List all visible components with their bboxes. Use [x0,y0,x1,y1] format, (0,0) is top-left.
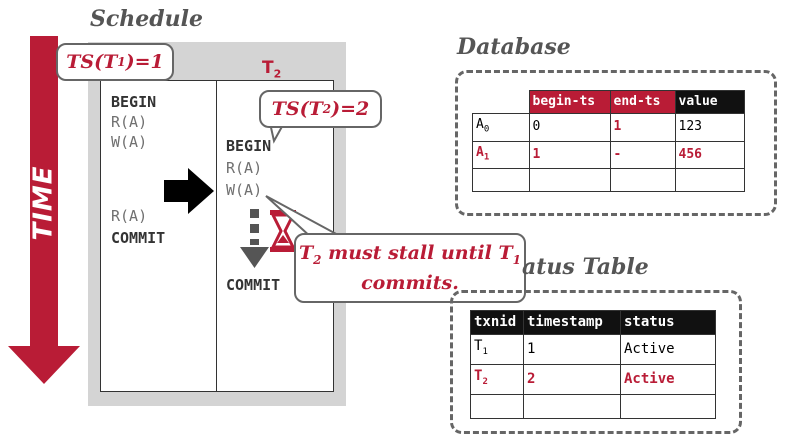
status-table: txnid timestamp status T1 1 Active T2 2 … [470,310,716,419]
table-row [470,393,716,419]
database-frame [455,70,777,216]
status-table-frame [450,290,742,434]
table-row: T1 1 Active [470,334,716,365]
schedule-title: Schedule [90,6,204,32]
time-arrow [8,36,80,384]
table-row: T2 2 Active [470,363,716,395]
t1-op-read-2: R(A) [111,207,148,225]
table-row: A0 0 1 123 [472,113,745,142]
database-title: Database [457,34,571,60]
st-col-timestamp: timestamp [523,310,621,335]
schedule-divider [216,80,217,392]
stall-callout: T2 must stall until T1 commits. [294,233,526,303]
t1-op-write: W(A) [111,133,148,151]
t2-op-read: R(A) [226,159,263,177]
t1-op-read: R(A) [111,113,148,131]
status-table-title: atus Table [522,254,649,280]
t2-op-commit: COMMIT [226,276,281,294]
t2-op-write: W(A) [226,181,263,199]
arrow-down-icon [240,209,269,268]
db-col-value: value [674,90,745,114]
arrow-right-icon [164,168,214,214]
db-col-end-ts: end-ts [609,90,676,114]
t2-header: T2 [262,58,282,81]
t1-op-commit: COMMIT [111,229,166,247]
database-table: begin-ts end-ts value A0 0 1 123 A1 1 - … [472,90,745,193]
db-col-begin-ts: begin-ts [528,90,611,114]
t1-op-begin: BEGIN [111,93,157,111]
st-col-txnid: txnid [470,310,524,335]
table-row [472,168,745,193]
t2-op-begin: BEGIN [226,137,272,155]
table-row: A1 1 - 456 [472,140,745,170]
st-col-status: status [620,310,716,335]
